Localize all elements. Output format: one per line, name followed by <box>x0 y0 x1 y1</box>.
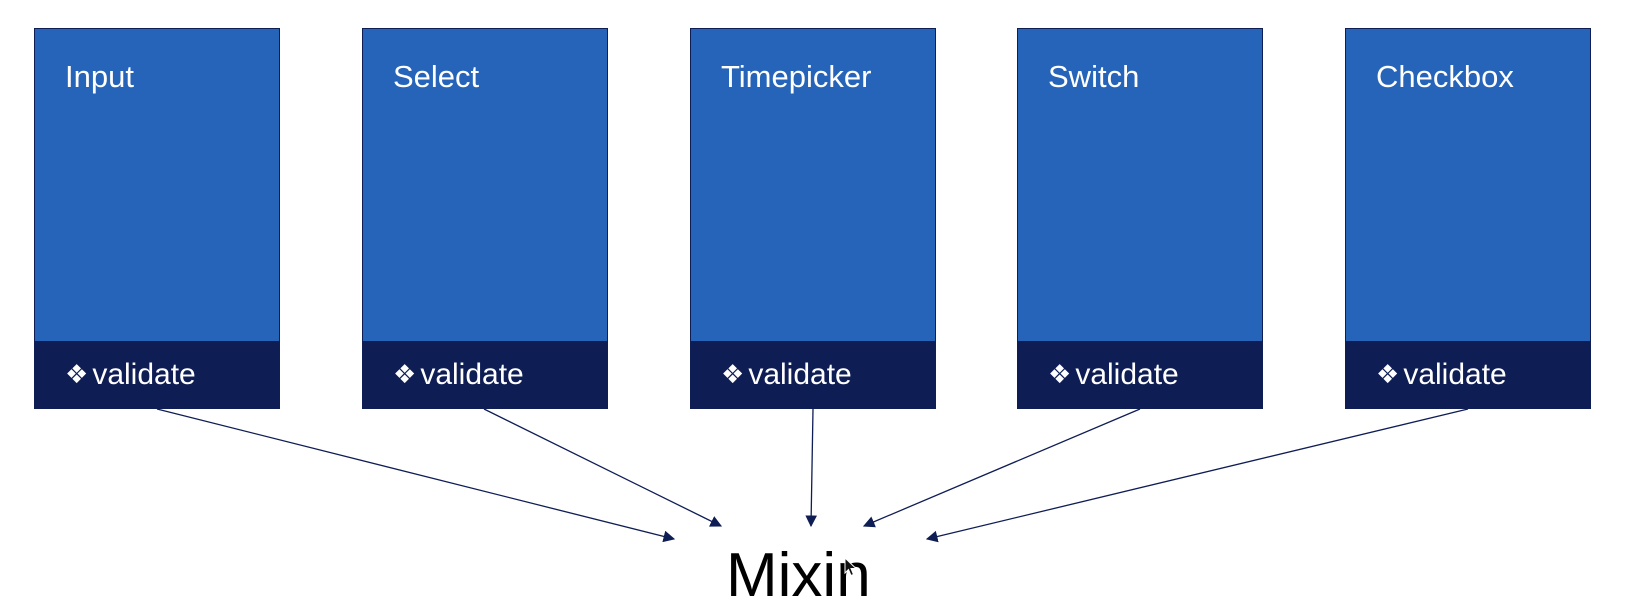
diamond-bullet-icon: ❖ <box>1048 359 1072 390</box>
component-method-row: ❖ validate <box>691 341 935 408</box>
diamond-bullet-icon: ❖ <box>393 359 417 390</box>
diamond-bullet-icon: ❖ <box>1376 359 1400 390</box>
arrow-switch-to-mixin <box>862 408 1141 528</box>
component-method: validate <box>92 357 196 391</box>
arrow-select-to-mixin <box>483 408 723 527</box>
component-method-row: ❖ validate <box>1346 341 1590 408</box>
mouse-pointer-icon <box>844 557 858 577</box>
diamond-bullet-icon: ❖ <box>65 359 89 390</box>
arrow-checkbox-to-mixin <box>925 408 1469 543</box>
component-method: validate <box>1075 357 1179 391</box>
mixin-label: Mixin <box>726 541 871 610</box>
component-title: Timepicker <box>721 59 872 94</box>
component-box-input: Input ❖ validate <box>34 28 280 409</box>
component-method: validate <box>1403 357 1507 391</box>
component-title: Switch <box>1048 59 1140 94</box>
component-method-row: ❖ validate <box>363 341 607 408</box>
component-method: validate <box>748 357 852 391</box>
component-method: validate <box>420 357 524 391</box>
component-title: Checkbox <box>1376 59 1514 94</box>
arrow-timepicker-to-mixin <box>805 408 818 528</box>
component-box-timepicker: Timepicker ❖ validate <box>690 28 936 409</box>
component-method-row: ❖ validate <box>35 341 279 408</box>
component-box-switch: Switch ❖ validate <box>1017 28 1263 409</box>
component-title: Input <box>65 59 134 94</box>
diamond-bullet-icon: ❖ <box>721 359 745 390</box>
component-box-select: Select ❖ validate <box>362 28 608 409</box>
component-title: Select <box>393 59 480 94</box>
arrow-input-to-mixin <box>156 408 676 543</box>
component-method-row: ❖ validate <box>1018 341 1262 408</box>
component-box-checkbox: Checkbox ❖ validate <box>1345 28 1591 409</box>
